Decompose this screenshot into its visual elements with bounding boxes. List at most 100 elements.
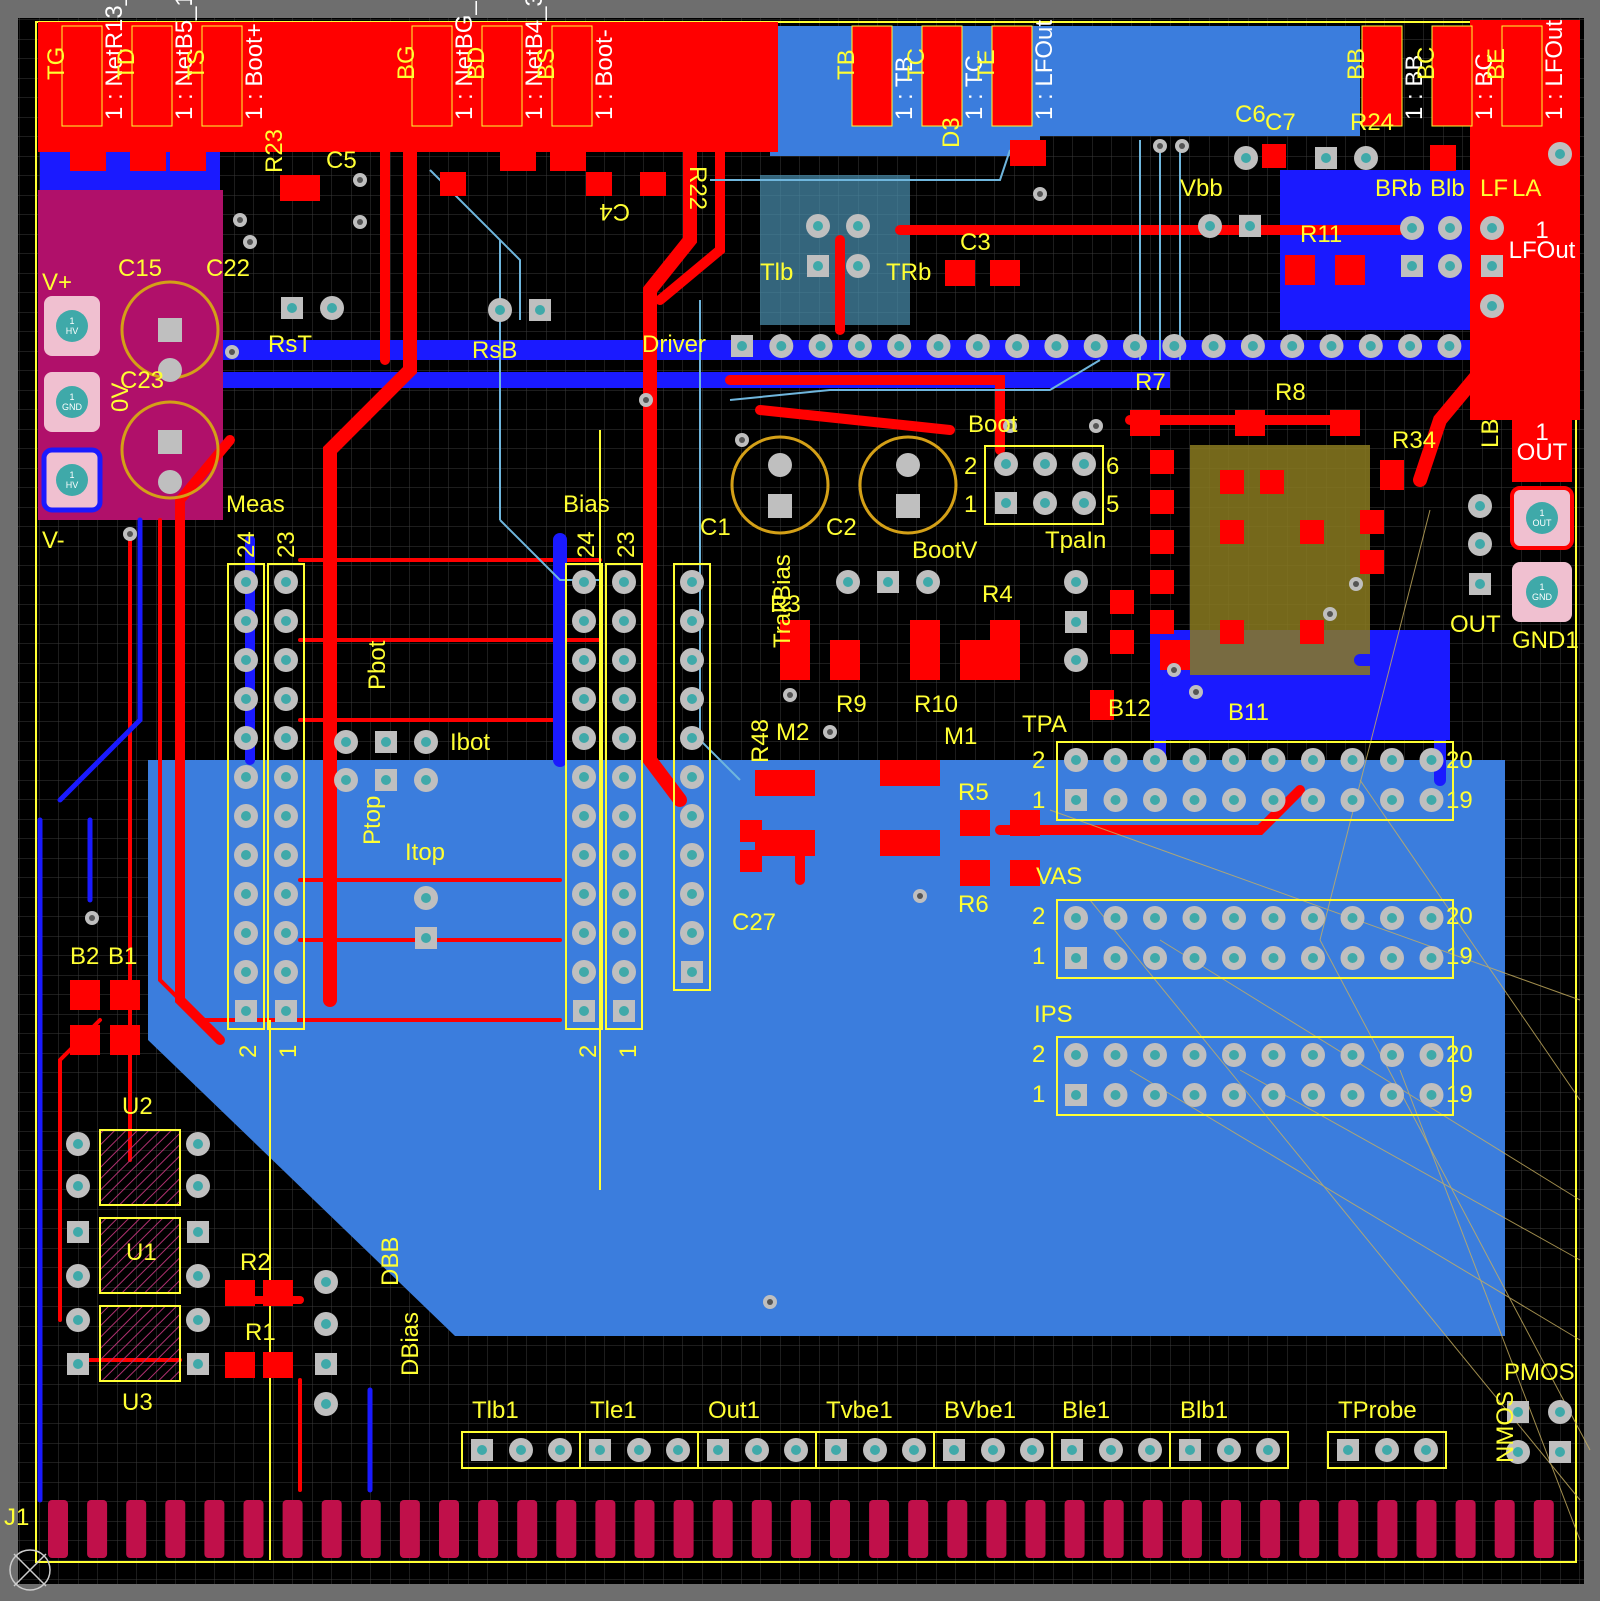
header-meas-col-b-pad[interactable] — [274, 765, 298, 789]
header-meas-col-b-pad[interactable] — [274, 687, 298, 711]
terminal-gnd[interactable]: 1 GND — [44, 372, 100, 432]
driver-pad[interactable] — [1201, 334, 1226, 358]
header-tpa-pad[interactable] — [1340, 748, 1365, 772]
test-point-tprobe[interactable]: TProbe — [1327, 1397, 1447, 1469]
header-meas-col-a-pad[interactable] — [234, 648, 258, 672]
header-ips-pad[interactable] — [1182, 1083, 1207, 1107]
driver-pad[interactable] — [1162, 334, 1187, 358]
terminal-vplus[interactable]: 1 HV — [44, 296, 100, 356]
header-tpa-pad[interactable] — [1380, 748, 1404, 772]
cap-c2[interactable] — [858, 435, 958, 535]
header-meas-col-a-pad[interactable] — [235, 1000, 257, 1022]
header-ips-pad[interactable] — [1380, 1043, 1404, 1067]
header-bias-col-b-pad[interactable] — [612, 687, 636, 711]
component-pad[interactable] — [1354, 146, 1378, 170]
component-pad[interactable] — [281, 297, 303, 319]
header-vas-pad[interactable] — [1301, 906, 1325, 930]
component-pad[interactable] — [1469, 573, 1491, 595]
component-pad[interactable] — [67, 1221, 89, 1243]
header-bias-col-b-pad[interactable] — [613, 1000, 635, 1022]
header-ips-pad[interactable] — [1261, 1083, 1286, 1107]
header-tpa-pad[interactable] — [1301, 788, 1325, 812]
header-tpa-pad[interactable] — [1261, 748, 1286, 772]
header-ips-pad[interactable] — [1222, 1043, 1246, 1067]
header-tpa-pad[interactable] — [1103, 788, 1128, 812]
header-bias-col-b-pad[interactable] — [612, 609, 636, 633]
component-pad[interactable] — [1239, 215, 1261, 237]
header-bias-col-b-pad[interactable] — [612, 882, 636, 906]
header-meas-col-b-pad[interactable] — [274, 570, 298, 594]
header-vas-pad[interactable] — [1222, 906, 1246, 930]
driver-pad[interactable] — [1044, 334, 1069, 358]
header-bias-col-a-pad[interactable] — [572, 804, 596, 828]
header-bias-col-a-pad[interactable] — [573, 1000, 595, 1022]
component-pad[interactable] — [877, 571, 899, 593]
header-ips-pad[interactable] — [1143, 1083, 1167, 1107]
component-pad[interactable] — [66, 1264, 90, 1288]
header-vas-pad[interactable] — [1065, 947, 1087, 969]
component-pad[interactable] — [806, 214, 830, 238]
component-pad[interactable] — [1400, 216, 1424, 240]
header-vas-pad[interactable] — [1380, 946, 1404, 970]
component-pad[interactable] — [1506, 1440, 1530, 1464]
header-meas-col-a-pad[interactable] — [234, 609, 258, 633]
header-tpa-pad[interactable] — [1380, 788, 1404, 812]
header-meas-col-b-pad[interactable] — [274, 921, 298, 945]
header-meas-col-a-pad[interactable] — [234, 804, 258, 828]
driver-pad[interactable] — [1083, 334, 1108, 358]
header-tpa-pad[interactable] — [1103, 748, 1128, 772]
boot-pad[interactable] — [1033, 452, 1057, 476]
header-tpa-pad[interactable] — [1143, 748, 1167, 772]
header-trakbias-pad[interactable] — [681, 961, 703, 983]
header-meas-col-a-pad[interactable] — [234, 687, 258, 711]
header-bias-col-a-pad[interactable] — [572, 609, 596, 633]
header-meas-col-a-pad[interactable] — [234, 843, 258, 867]
component-pad[interactable] — [1468, 532, 1492, 556]
header-vas-pad[interactable] — [1103, 906, 1128, 930]
component-pad[interactable] — [66, 1308, 90, 1332]
header-vas-pad[interactable] — [1182, 946, 1207, 970]
header-bias-col-b-pad[interactable] — [612, 960, 636, 984]
header-tpa-pad[interactable] — [1419, 748, 1444, 772]
component-pad[interactable] — [187, 1353, 209, 1375]
component-pad[interactable] — [529, 299, 551, 321]
component-pad[interactable] — [66, 1174, 90, 1198]
header-trakbias-pad[interactable] — [680, 765, 704, 789]
boot-pad[interactable] — [995, 492, 1017, 514]
header-trakbias-pad[interactable] — [680, 726, 704, 750]
component-pad[interactable] — [1468, 494, 1492, 518]
driver-pad[interactable] — [887, 334, 912, 358]
header-tpa-pad[interactable] — [1222, 788, 1246, 812]
header-ips-pad[interactable] — [1065, 1084, 1087, 1106]
header-ips-pad[interactable] — [1301, 1083, 1325, 1107]
header-vas-pad[interactable] — [1143, 906, 1167, 930]
header-meas-col-b-pad[interactable] — [275, 1000, 297, 1022]
connector-j1[interactable] — [48, 1500, 1554, 1558]
header-ips-pad[interactable] — [1261, 1043, 1286, 1067]
driver-pad[interactable] — [808, 334, 833, 358]
component-pad[interactable] — [1548, 1400, 1572, 1424]
component-pad[interactable] — [1481, 255, 1503, 277]
header-vas-pad[interactable] — [1301, 946, 1325, 970]
header-tpa-pad[interactable] — [1301, 748, 1325, 772]
boot-pad[interactable] — [1072, 452, 1096, 476]
header-ips-pad[interactable] — [1143, 1043, 1167, 1067]
driver-pad[interactable] — [1240, 334, 1265, 358]
cap-c1[interactable] — [730, 435, 830, 535]
component-pad[interactable] — [1315, 147, 1337, 169]
header-ips-pad[interactable] — [1301, 1043, 1325, 1067]
header-vas-pad[interactable] — [1103, 946, 1128, 970]
header-tpa-pad[interactable] — [1261, 788, 1286, 812]
driver-pad[interactable] — [965, 334, 990, 358]
header-bias-col-b-pad[interactable] — [612, 921, 636, 945]
header-vas-pad[interactable] — [1419, 946, 1444, 970]
header-ips-pad[interactable] — [1419, 1083, 1444, 1107]
component-pad[interactable] — [414, 886, 438, 910]
header-vas-pad[interactable] — [1182, 906, 1207, 930]
